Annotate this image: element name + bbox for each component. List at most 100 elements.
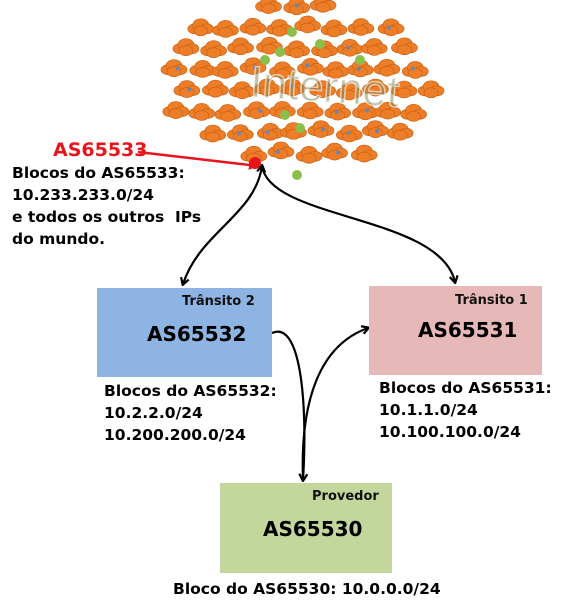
cloud-dot — [335, 150, 340, 155]
cloud-dot — [186, 87, 191, 92]
external-as-label: AS65533 — [53, 139, 148, 161]
cloudlet — [283, 40, 310, 59]
transit1-blocks-line: Blocos do AS65531: — [379, 379, 552, 397]
cloud-dot — [175, 66, 180, 71]
cloudlet — [362, 78, 389, 97]
cloudlet — [256, 36, 283, 55]
provider-box: Provedor AS65530 — [220, 483, 392, 573]
cloudlet — [227, 37, 254, 56]
cloudlet — [267, 141, 295, 160]
cloudlet — [214, 104, 242, 122]
cloud-dot — [356, 66, 361, 71]
cloud-dot — [334, 109, 339, 114]
cloud-dot — [346, 45, 351, 50]
cloudlet — [336, 38, 364, 57]
cloud-dot — [265, 130, 270, 135]
cloudlet — [309, 0, 337, 13]
external-as-blocks-line: do mundo. — [12, 230, 105, 248]
arrow-internet-transit2 — [179, 163, 267, 287]
cloud-dot — [410, 66, 415, 71]
cloud-dot — [292, 170, 302, 180]
cloud-dot — [275, 47, 285, 57]
provider-as-number: AS65530 — [263, 517, 363, 541]
external-as-blocks-line: 10.233.233.0/24 — [12, 186, 154, 204]
arrow-transit2-provider — [271, 330, 309, 483]
cloudlet — [295, 146, 323, 164]
transit1-blocks-line: 10.100.100.0/24 — [379, 423, 521, 441]
cloudlet — [229, 81, 256, 99]
transit1-blocks-line: 10.1.1.0/24 — [379, 401, 478, 419]
cloudlet — [296, 101, 324, 120]
cloudlet — [266, 19, 293, 37]
transit2-blocks-line: Blocos do AS65532: — [104, 382, 277, 400]
transit2-blocks-line: 10.2.2.0/24 — [104, 404, 203, 422]
cloud-dot — [305, 63, 310, 68]
cloudlet — [401, 61, 429, 79]
arrow-internet-transit1 — [260, 165, 459, 285]
cloudlet — [374, 101, 402, 120]
cloud-dot — [287, 27, 297, 37]
cloudlet — [362, 120, 389, 138]
cloud-dot — [280, 110, 290, 120]
cloudlet — [320, 19, 348, 38]
cloud-dot — [260, 55, 270, 65]
cloudlet — [391, 37, 418, 56]
cloudlet — [373, 58, 401, 77]
cloud-dot — [320, 127, 325, 132]
cloudlet — [417, 80, 445, 99]
cloudlet — [162, 101, 190, 119]
external-as-blocks: Blocos do AS65533: 10.233.233.0/24 e tod… — [12, 162, 201, 250]
cloudlet — [253, 78, 281, 97]
provider-blocks: Bloco do AS65530: 10.0.0.0/24 — [173, 580, 441, 598]
red-pointer-arrow — [137, 150, 259, 170]
cloud-dot — [386, 25, 391, 30]
cloudlet — [386, 122, 414, 141]
cloud-dot — [288, 83, 293, 88]
transit2-blocks-line: 10.200.200.0/24 — [104, 426, 246, 444]
cloudlet — [294, 15, 321, 34]
arrow-transit1-provider — [301, 325, 371, 481]
internet-label: Internet — [249, 58, 401, 117]
cloudlet — [309, 80, 336, 98]
cloudlet — [199, 124, 227, 143]
cloudlet — [200, 40, 227, 58]
cloudlet — [400, 103, 427, 122]
cloudlet — [324, 102, 352, 121]
cloud-dot — [364, 108, 369, 113]
cloud-dot — [295, 123, 305, 133]
cloud-dot — [355, 55, 365, 65]
cloudlet — [189, 60, 217, 78]
cloudlet — [202, 79, 229, 98]
cloud-dot — [346, 130, 351, 135]
transit1-as-number: AS65531 — [418, 318, 518, 342]
cloudlet — [269, 61, 296, 80]
external-as-blocks-line: Blocos do AS65533: — [12, 164, 185, 182]
transit2-blocks: Blocos do AS65532: 10.2.2.0/24 10.200.20… — [104, 380, 277, 446]
cloud-dot — [237, 131, 242, 136]
cloudlet — [297, 58, 324, 76]
provider-tag: Provedor — [312, 489, 379, 504]
cloudlet — [211, 61, 239, 79]
transit1-box: Trânsito 1 AS65531 — [369, 286, 542, 375]
cloudlet — [322, 61, 350, 79]
cloud-dot — [315, 39, 325, 49]
cloud-dot — [276, 149, 281, 154]
cloud-dot — [252, 65, 257, 70]
cloud-dot — [375, 129, 380, 134]
cloudlet — [212, 20, 239, 38]
transit2-box: Trânsito 2 AS65532 — [97, 288, 272, 377]
cloudlet — [360, 38, 388, 56]
cloudlet — [187, 18, 215, 37]
cloudlet — [172, 38, 200, 56]
cloud-dot — [258, 108, 263, 113]
transit2-as-number: AS65532 — [147, 322, 247, 346]
cloudlet — [188, 103, 216, 121]
cloudlet — [239, 17, 267, 36]
cloudlet — [350, 144, 378, 163]
external-as-blocks-line: e todos os outros IPs — [12, 208, 202, 226]
transit2-tag: Trânsito 2 — [182, 294, 255, 309]
cloudlet — [335, 82, 363, 101]
